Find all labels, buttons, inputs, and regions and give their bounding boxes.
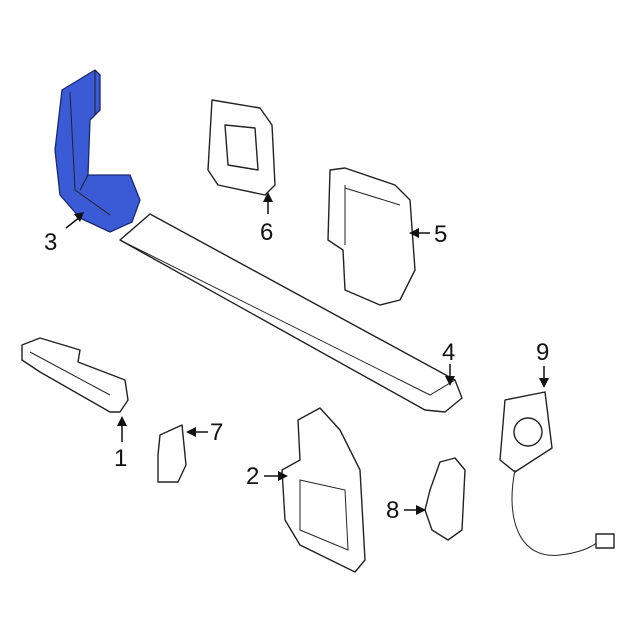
svg-text:8: 8	[386, 497, 399, 524]
callout-3: 3	[44, 212, 84, 256]
callout-1: 1	[114, 416, 127, 472]
part-1-bracket[interactable]	[21, 337, 129, 413]
svg-text:5: 5	[434, 221, 447, 248]
part-4-running-board[interactable]	[119, 213, 463, 413]
svg-text:3: 3	[44, 229, 57, 256]
part-5-cover[interactable]	[327, 167, 416, 306]
callout-6: 6	[260, 192, 273, 246]
part-8-end-cap[interactable]	[424, 457, 466, 541]
callout-4: 4	[442, 339, 455, 386]
svg-text:1: 1	[114, 445, 127, 472]
part-9-harness[interactable]	[499, 391, 615, 556]
svg-text:4: 4	[442, 339, 455, 366]
part-7-clip[interactable]	[157, 424, 187, 483]
svg-text:2: 2	[246, 463, 259, 490]
callout-8: 8	[386, 497, 426, 524]
svg-text:6: 6	[260, 219, 273, 246]
callout-2: 2	[246, 463, 288, 490]
callout-9: 9	[536, 339, 549, 388]
part-2-mud-flap[interactable]	[281, 407, 366, 573]
callout-7: 7	[186, 419, 223, 446]
part-6-plate[interactable]	[207, 99, 276, 196]
part-3-step-pad[interactable]	[54, 69, 141, 233]
svg-text:7: 7	[210, 419, 223, 446]
callout-5: 5	[409, 221, 447, 248]
svg-text:9: 9	[536, 339, 549, 366]
